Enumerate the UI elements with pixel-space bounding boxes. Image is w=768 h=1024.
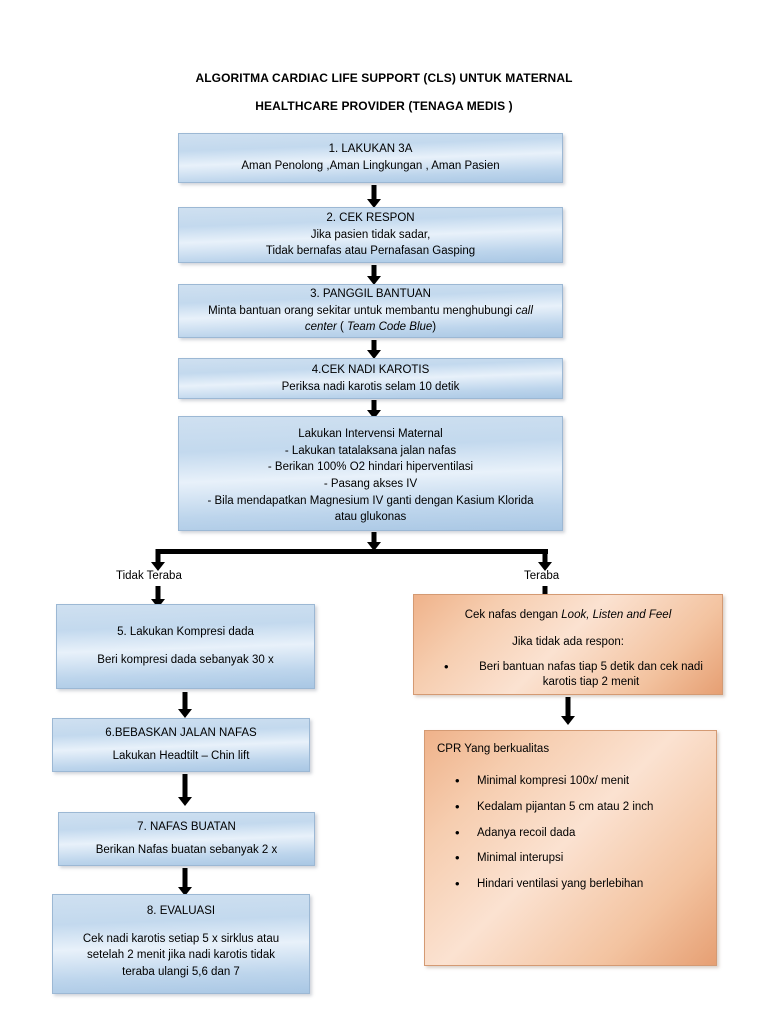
breathing-check-bullet-list: Beri bantuan nafas tiap 5 detik dan cek … <box>420 659 716 690</box>
step-2-line-2: Tidak bernafas atau Pernafasan Gasping <box>265 245 476 258</box>
intervensi-item-3: - Pasang akses IV <box>323 478 418 491</box>
arrow-branch-right <box>535 549 555 571</box>
breathing-check-line-1-italic: Look, Listen and Feel <box>561 609 672 621</box>
arrow-step1-to-step2 <box>364 185 384 208</box>
arrow-step3-to-step4 <box>364 340 384 359</box>
intervensi-heading: Lakukan Intervensi Maternal <box>298 428 443 440</box>
breathing-check-line-1-pre: Cek nafas dengan <box>464 609 562 621</box>
step-5-line-1: Beri kompresi dada sebanyak 30 x <box>97 654 274 666</box>
step-7-box: 7. NAFAS BUATAN Berikan Nafas buatan seb… <box>58 812 315 866</box>
step-7-line-1: Berikan Nafas buatan sebanyak 2 x <box>95 844 278 856</box>
step-2-line-1: Jika pasien tidak sadar, <box>310 228 431 241</box>
breathing-check-line-1: Cek nafas dengan Look, Listen and Feel <box>420 607 716 624</box>
step-8-line-1: Cek nadi karotis setiap 5 x sirklus atau <box>82 932 280 945</box>
cpr-quality-heading: CPR Yang berkualitas <box>437 743 550 755</box>
intervensi-item-1: - Lakukan tatalaksana jalan nafas <box>284 444 457 457</box>
step-5-spacer <box>63 641 308 652</box>
arrow-breathing-check-to-cpr-quality <box>558 697 578 725</box>
breathing-check-line-2: Jika tidak ada respon: <box>512 635 624 648</box>
arrow-step5-to-step6 <box>175 692 195 718</box>
page-title-line-1: ALGORITMA CARDIAC LIFE SUPPORT (CLS) UNT… <box>195 71 573 85</box>
step-8-line-2: setelah 2 menit jika nadi karotis tidak <box>87 949 275 962</box>
cpr-quality-bullet-list: Minimal kompresi 100x/ menit Kedalam pij… <box>431 773 710 904</box>
breathing-check-spacer-1 <box>420 624 716 634</box>
step-3-line-2-italic-b: Team Code Blue <box>343 321 433 334</box>
step-3-line-2-paren-close: ) <box>432 321 437 334</box>
arrow-step6-to-step7 <box>175 774 195 806</box>
arrow-intervensi-to-branch <box>364 532 384 551</box>
intervensi-item-5: atau glukonas <box>334 511 407 524</box>
cpr-quality-spacer <box>431 758 710 774</box>
cpr-quality-bullet-4: Minimal interupsi <box>455 850 710 867</box>
step-4-line-1: Periksa nadi karotis selam 10 detik <box>281 380 460 393</box>
arrow-step2-to-step3 <box>364 265 384 285</box>
step-2-heading: 2. CEK RESPON <box>326 212 415 224</box>
step-2-box: 2. CEK RESPON Jika pasien tidak sadar, T… <box>178 207 563 263</box>
page-title-line-2: HEALTHCARE PROVIDER (TENAGA MEDIS ) <box>255 99 513 113</box>
step-1-line-1: Aman Penolong ,Aman Lingkungan , Aman Pa… <box>241 160 500 172</box>
step-3-box: 3. PANGGIL BANTUAN Minta bantuan orang s… <box>178 284 563 338</box>
intervensi-item-2: - Berikan 100% O2 hindari hiperventilasi <box>267 461 474 474</box>
arrow-left-branch-to-step5 <box>148 586 168 608</box>
arrow-branch-left <box>148 549 168 571</box>
step-5-box: 5. Lakukan Kompresi dada Beri kompresi d… <box>56 604 315 689</box>
step-7-heading: 7. NAFAS BUATAN <box>137 821 236 834</box>
step-1-heading: 1. LAKUKAN 3A <box>328 143 413 156</box>
step-3-heading: 3. PANGGIL BANTUAN <box>310 288 431 300</box>
branch-label-tidak-teraba: Tidak Teraba <box>116 570 182 582</box>
step-3-line-1-pre: Minta bantuan orang sekitar untuk memban… <box>208 304 516 317</box>
step-3-line-1-italic: call <box>515 304 533 317</box>
step-3-line-2-italic-a: center <box>304 321 337 334</box>
branch-label-teraba: Teraba <box>524 570 560 582</box>
arrow-step7-to-step8 <box>175 868 195 896</box>
cpr-quality-box: CPR Yang berkualitas Minimal kompresi 10… <box>424 730 717 966</box>
step-3-line-1: Minta bantuan orang sekitar untuk memban… <box>185 303 556 320</box>
breathing-check-spacer-2 <box>420 650 716 660</box>
arrow-step4-to-intervensi <box>364 400 384 419</box>
step-8-spacer <box>59 920 303 931</box>
step-1-box: 1. LAKUKAN 3A Aman Penolong ,Aman Lingku… <box>178 133 563 183</box>
cpr-quality-bullet-5: Hindari ventilasi yang berlebihan <box>455 876 710 893</box>
intervensi-item-4: - Bila mendapatkan Magnesium IV ganti de… <box>207 494 534 507</box>
step-6-heading: 6.BEBASKAN JALAN NAFAS <box>105 727 257 740</box>
breathing-check-bullet-1: Beri bantuan nafas tiap 5 detik dan cek … <box>444 659 716 690</box>
step-8-heading: 8. EVALUASI <box>146 905 216 917</box>
step-8-box: 8. EVALUASI Cek nadi karotis setiap 5 x … <box>52 894 310 994</box>
step-3-line-2-paren-open: ( <box>336 321 344 334</box>
step-4-heading: 4.CEK NADI KAROTIS <box>311 363 430 376</box>
step-4-box: 4.CEK NADI KAROTIS Periksa nadi karotis … <box>178 358 563 399</box>
step-6-line-1: Lakukan Headtilt – Chin lift <box>112 750 250 762</box>
cpr-quality-bullet-2: Kedalam pijantan 5 cm atau 2 inch <box>455 799 710 816</box>
step-3-line-2: center ( Team Code Blue) <box>185 319 556 336</box>
breathing-check-box: Cek nafas dengan Look, Listen and Feel J… <box>413 594 723 695</box>
branch-horizontal-connector <box>157 549 548 554</box>
cpr-quality-bullet-1: Minimal kompresi 100x/ menit <box>455 773 710 790</box>
intervensi-maternal-box: Lakukan Intervensi Maternal - Lakukan ta… <box>178 416 563 531</box>
step-6-box: 6.BEBASKAN JALAN NAFAS Lakukan Headtilt … <box>52 718 310 772</box>
step-5-heading: 5. Lakukan Kompresi dada <box>117 626 254 639</box>
cpr-quality-bullet-3: Adanya recoil dada <box>455 825 710 842</box>
step-8-line-3: teraba ulangi 5,6 dan 7 <box>122 966 240 979</box>
